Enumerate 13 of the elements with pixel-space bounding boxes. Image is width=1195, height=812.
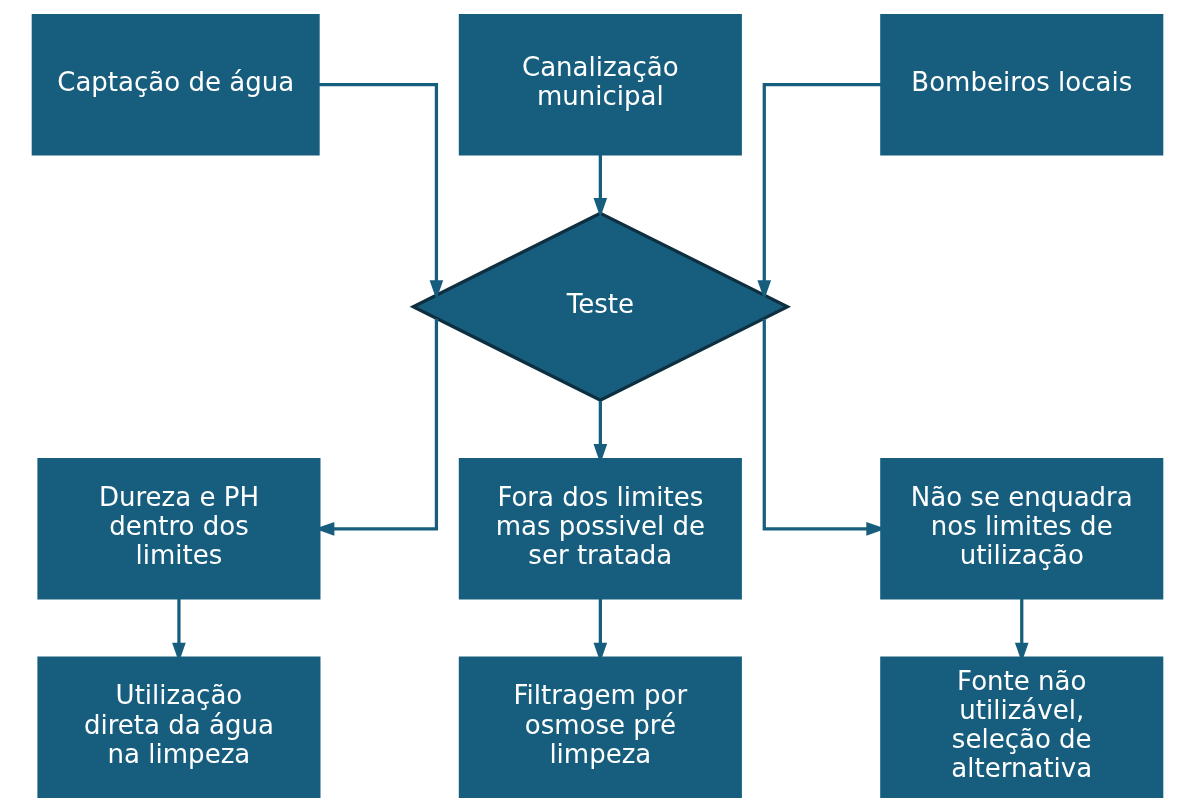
arrow <box>757 83 881 300</box>
node-box: Captação de água <box>31 13 320 156</box>
arrow <box>593 154 608 218</box>
node-box: Bombeiros locais <box>880 13 1164 156</box>
node-box: Fonte não utilizável, seleção de alternativa <box>880 656 1164 799</box>
node-box: Dureza e PH dentro dos limites <box>37 458 321 600</box>
node-box: Não se enquadra nos limites de utilização <box>880 458 1164 600</box>
node-box: Canalização municipal <box>458 13 742 156</box>
node-box: Utilização direta da água na limpeza <box>37 656 321 799</box>
node-box: Fora dos limites mas possivel de ser tratada <box>458 458 742 600</box>
node-box: Filtragem por osmose pré limpeza <box>458 656 742 799</box>
node-diamond: Teste <box>409 211 792 403</box>
arrow <box>319 83 444 300</box>
